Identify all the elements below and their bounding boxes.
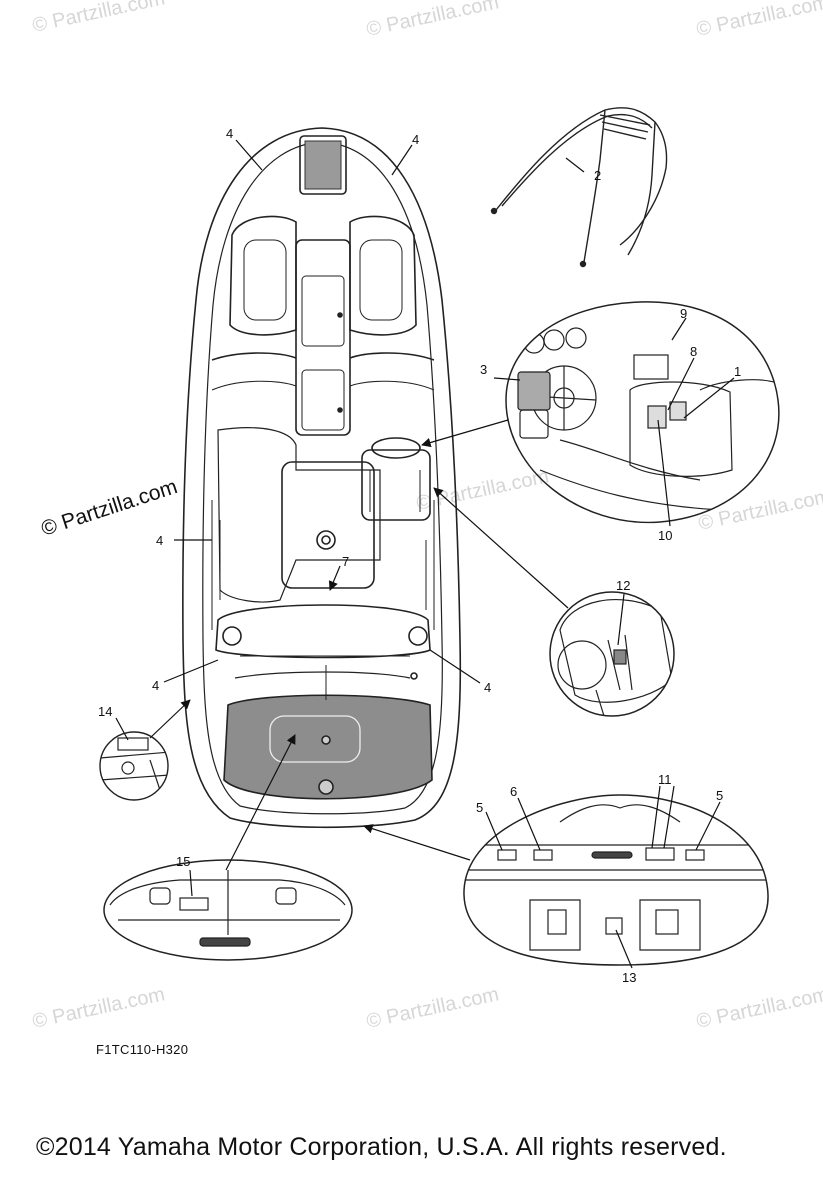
callout-10: 10 xyxy=(658,528,672,543)
callout-8: 8 xyxy=(690,344,697,359)
detail-engine-hatch xyxy=(103,859,353,961)
callout-12: 12 xyxy=(616,578,630,593)
callout-3: 3 xyxy=(480,362,487,377)
callout-7: 7 xyxy=(342,554,349,569)
callout-5: 5 xyxy=(476,800,483,815)
watermark-text: © Partzilla.com xyxy=(30,0,166,37)
watermark-text: © Partzilla.com xyxy=(414,465,550,515)
callout-labels: 4 4 2 9 8 1 3 10 4 7 12 4 4 14 15 5 6 11… xyxy=(98,126,741,985)
callout-4: 4 xyxy=(152,678,159,693)
watermark-layer: © Partzilla.com © Partzilla.com © Partzi… xyxy=(30,0,823,1033)
callout-4: 4 xyxy=(484,680,491,695)
watermark-main: © Partzilla.com xyxy=(38,475,180,541)
callout-15: 15 xyxy=(176,854,190,869)
callout-4: 4 xyxy=(226,126,233,141)
detail-helm xyxy=(549,591,675,717)
callout-14: 14 xyxy=(98,704,112,719)
detail-dashboard xyxy=(505,301,780,524)
tower-sketch xyxy=(490,107,668,268)
watermark-text: © Partzilla.com xyxy=(364,983,500,1033)
callout-4: 4 xyxy=(412,132,419,147)
watermark-text: © Partzilla.com xyxy=(694,983,823,1033)
detail-transom xyxy=(463,794,769,966)
callout-11: 11 xyxy=(658,772,672,787)
callout-1: 1 xyxy=(734,364,741,379)
callout-5: 5 xyxy=(716,788,723,803)
callout-13: 13 xyxy=(622,970,636,985)
callout-2: 2 xyxy=(594,168,601,183)
leader-lines xyxy=(115,139,735,969)
watermark-text: © Partzilla.com xyxy=(364,0,500,41)
watermark-text: © Partzilla.com xyxy=(30,983,166,1033)
callout-6: 6 xyxy=(510,784,517,799)
figure-code: F1TC110-H320 xyxy=(96,1042,189,1057)
boat-top-view xyxy=(182,127,462,829)
watermark-text: © Partzilla.com xyxy=(694,0,823,41)
detail-side xyxy=(99,731,169,801)
callout-9: 9 xyxy=(680,306,687,321)
watermark-text: © Partzilla.com xyxy=(696,485,823,535)
copyright-notice: ©2014 Yamaha Motor Corporation, U.S.A. A… xyxy=(36,1133,727,1161)
callout-4: 4 xyxy=(156,533,163,548)
